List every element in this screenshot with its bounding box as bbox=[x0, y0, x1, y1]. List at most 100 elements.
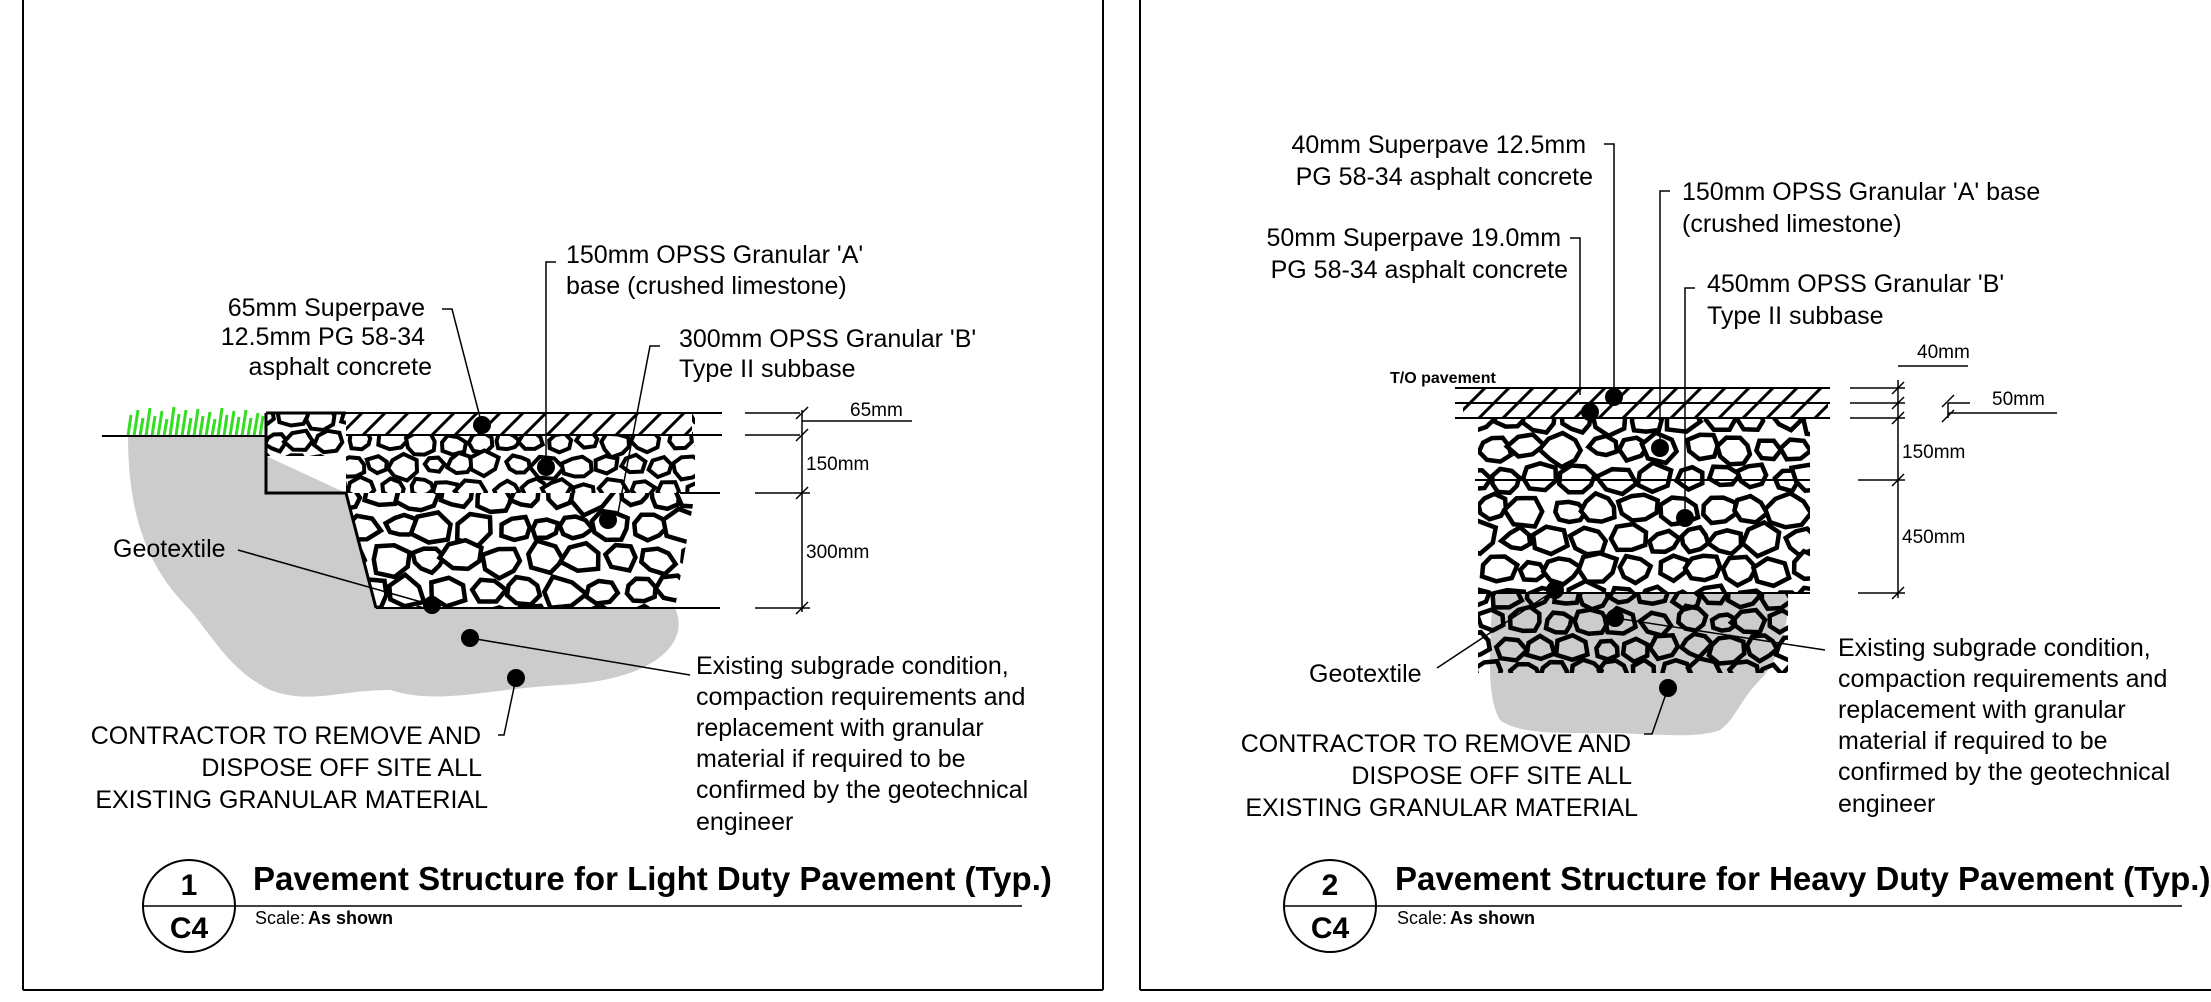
detail-title-2: Pavement Structure for Heavy Duty Paveme… bbox=[1395, 860, 2210, 897]
aggregate-stone bbox=[687, 413, 695, 430]
hatch-line bbox=[591, 413, 617, 435]
aggregate-stone bbox=[1497, 524, 1533, 552]
aggregate-stone bbox=[1682, 553, 1723, 583]
scale-value-1: As shown bbox=[308, 908, 393, 928]
aggregate-stone bbox=[1714, 435, 1753, 467]
aggregate-stone bbox=[525, 538, 566, 576]
detail-number-1: 1 bbox=[181, 869, 198, 902]
label-geotextile-1: Geotextile bbox=[113, 535, 226, 563]
hatch-line bbox=[637, 413, 663, 435]
aggregate-stone bbox=[1685, 655, 1723, 673]
aggregate-stone bbox=[429, 575, 468, 608]
aggregate-stone bbox=[1706, 634, 1747, 666]
hatch-line bbox=[660, 413, 686, 435]
aggregate-stone bbox=[593, 454, 620, 476]
aggregate-stone bbox=[680, 540, 695, 570]
aggregate-stone bbox=[672, 493, 695, 510]
aggregate-stone bbox=[1620, 636, 1650, 665]
aggregate-stone bbox=[1704, 527, 1744, 557]
sheet-ref-2: C4 bbox=[1311, 912, 1350, 945]
aggregate-stone bbox=[1530, 524, 1571, 557]
aggregate-stone bbox=[1758, 662, 1783, 673]
aggregate-stone bbox=[1815, 531, 1851, 557]
aggregate-stone bbox=[507, 493, 541, 509]
aggregate-stone bbox=[1543, 610, 1575, 635]
aggregate-stone bbox=[541, 574, 591, 608]
aggregate-stone bbox=[1596, 658, 1630, 673]
aggregate-stone bbox=[422, 455, 448, 474]
aggregate-stone bbox=[1478, 518, 1499, 557]
label-asphalt-1: 65mm Superpave 12.5mm PG 58-34 asphalt c… bbox=[221, 294, 432, 381]
aggregate-stone bbox=[568, 493, 617, 519]
aggregate-stone bbox=[602, 542, 638, 574]
aggregate-stone bbox=[1817, 499, 1842, 519]
aggregate-stone bbox=[1559, 418, 1593, 436]
aggregate-stone bbox=[1706, 464, 1744, 488]
aggregate-stone bbox=[438, 493, 475, 510]
aggregate-stone bbox=[1478, 435, 1514, 464]
aggregate-stone bbox=[338, 455, 367, 479]
aggregate-stone bbox=[1608, 521, 1649, 553]
subgrade-soil bbox=[128, 436, 679, 697]
aggregate-stone bbox=[1777, 437, 1810, 462]
aggregate-stone bbox=[504, 574, 543, 607]
aggregate-stone bbox=[638, 546, 679, 577]
aggregate-stone bbox=[1478, 418, 1499, 433]
label-geotextile-2: Geotextile bbox=[1309, 660, 1422, 688]
aggregate-stone bbox=[361, 493, 401, 508]
hatch-line bbox=[430, 413, 456, 435]
leaders-2 bbox=[1436, 143, 1826, 735]
aggregate-stone bbox=[1791, 548, 1810, 582]
aggregate-stone bbox=[1773, 635, 1788, 662]
aggregate-stone bbox=[364, 454, 389, 476]
aggregate-stone bbox=[1566, 578, 1607, 593]
dim-asphalt-65: 65mm bbox=[850, 400, 903, 421]
scale-label-2: Scale: bbox=[1397, 908, 1447, 928]
hatch-line bbox=[384, 413, 410, 435]
hatch-line bbox=[1813, 402, 1828, 418]
aggregate-stone bbox=[1478, 629, 1493, 658]
aggregate-stone bbox=[1617, 553, 1654, 586]
aggregate-stone bbox=[557, 540, 601, 574]
aggregate-stone bbox=[1479, 554, 1521, 584]
aggregate-stone bbox=[1606, 593, 1638, 605]
aggregate-stone bbox=[408, 509, 453, 545]
aggregate-stone bbox=[1551, 593, 1582, 606]
label-base-1: 150mm OPSS Granular 'A' base (crushed li… bbox=[566, 241, 870, 300]
aggregate-stone bbox=[1731, 493, 1771, 525]
aggregate-stone bbox=[386, 571, 427, 608]
aggregate-stone bbox=[1647, 632, 1681, 662]
aggregate-stone bbox=[1507, 661, 1541, 673]
aggregate-stone bbox=[1501, 495, 1545, 529]
aggregate-stone bbox=[1678, 631, 1716, 660]
dimension-chain-1 bbox=[745, 406, 912, 615]
aggregate-stone bbox=[1523, 633, 1558, 662]
aggregate-stone bbox=[304, 413, 337, 433]
leaders-1 bbox=[237, 261, 691, 736]
aggregate-stone bbox=[655, 480, 681, 493]
scale-label-1: Scale: bbox=[255, 908, 305, 928]
dim-base-150-2: 150mm bbox=[1902, 442, 1965, 463]
aggregate-stone bbox=[1767, 607, 1788, 636]
aggregate-stone bbox=[393, 493, 442, 513]
aggregate-stone bbox=[1692, 583, 1728, 593]
aggregate-stone bbox=[499, 514, 533, 543]
asphalt-layer bbox=[346, 412, 722, 436]
granular-a-b-layers bbox=[1478, 418, 1851, 593]
aggregate-stone bbox=[431, 480, 461, 493]
aggregate-stone bbox=[519, 476, 550, 493]
aggregate-stone bbox=[1553, 632, 1591, 663]
aggregate-stone bbox=[583, 578, 621, 606]
aggregate-stone bbox=[706, 612, 733, 634]
aggregate-stone bbox=[1733, 418, 1766, 432]
aggregate-stone bbox=[1591, 418, 1628, 439]
dim-surface-40: 40mm bbox=[1917, 342, 1970, 363]
label-subbase-2: 450mm OPSS Granular 'B' Type II subbase bbox=[1707, 270, 2011, 330]
aggregate-stone bbox=[1635, 593, 1670, 606]
aggregate-stone bbox=[1517, 559, 1550, 583]
aggregate-stone bbox=[468, 448, 501, 479]
aggregate-stone bbox=[1709, 612, 1738, 633]
aggregate-stone bbox=[1594, 638, 1620, 662]
title-block-2: 2 C4 Pavement Structure for Heavy Duty P… bbox=[1283, 859, 2210, 953]
